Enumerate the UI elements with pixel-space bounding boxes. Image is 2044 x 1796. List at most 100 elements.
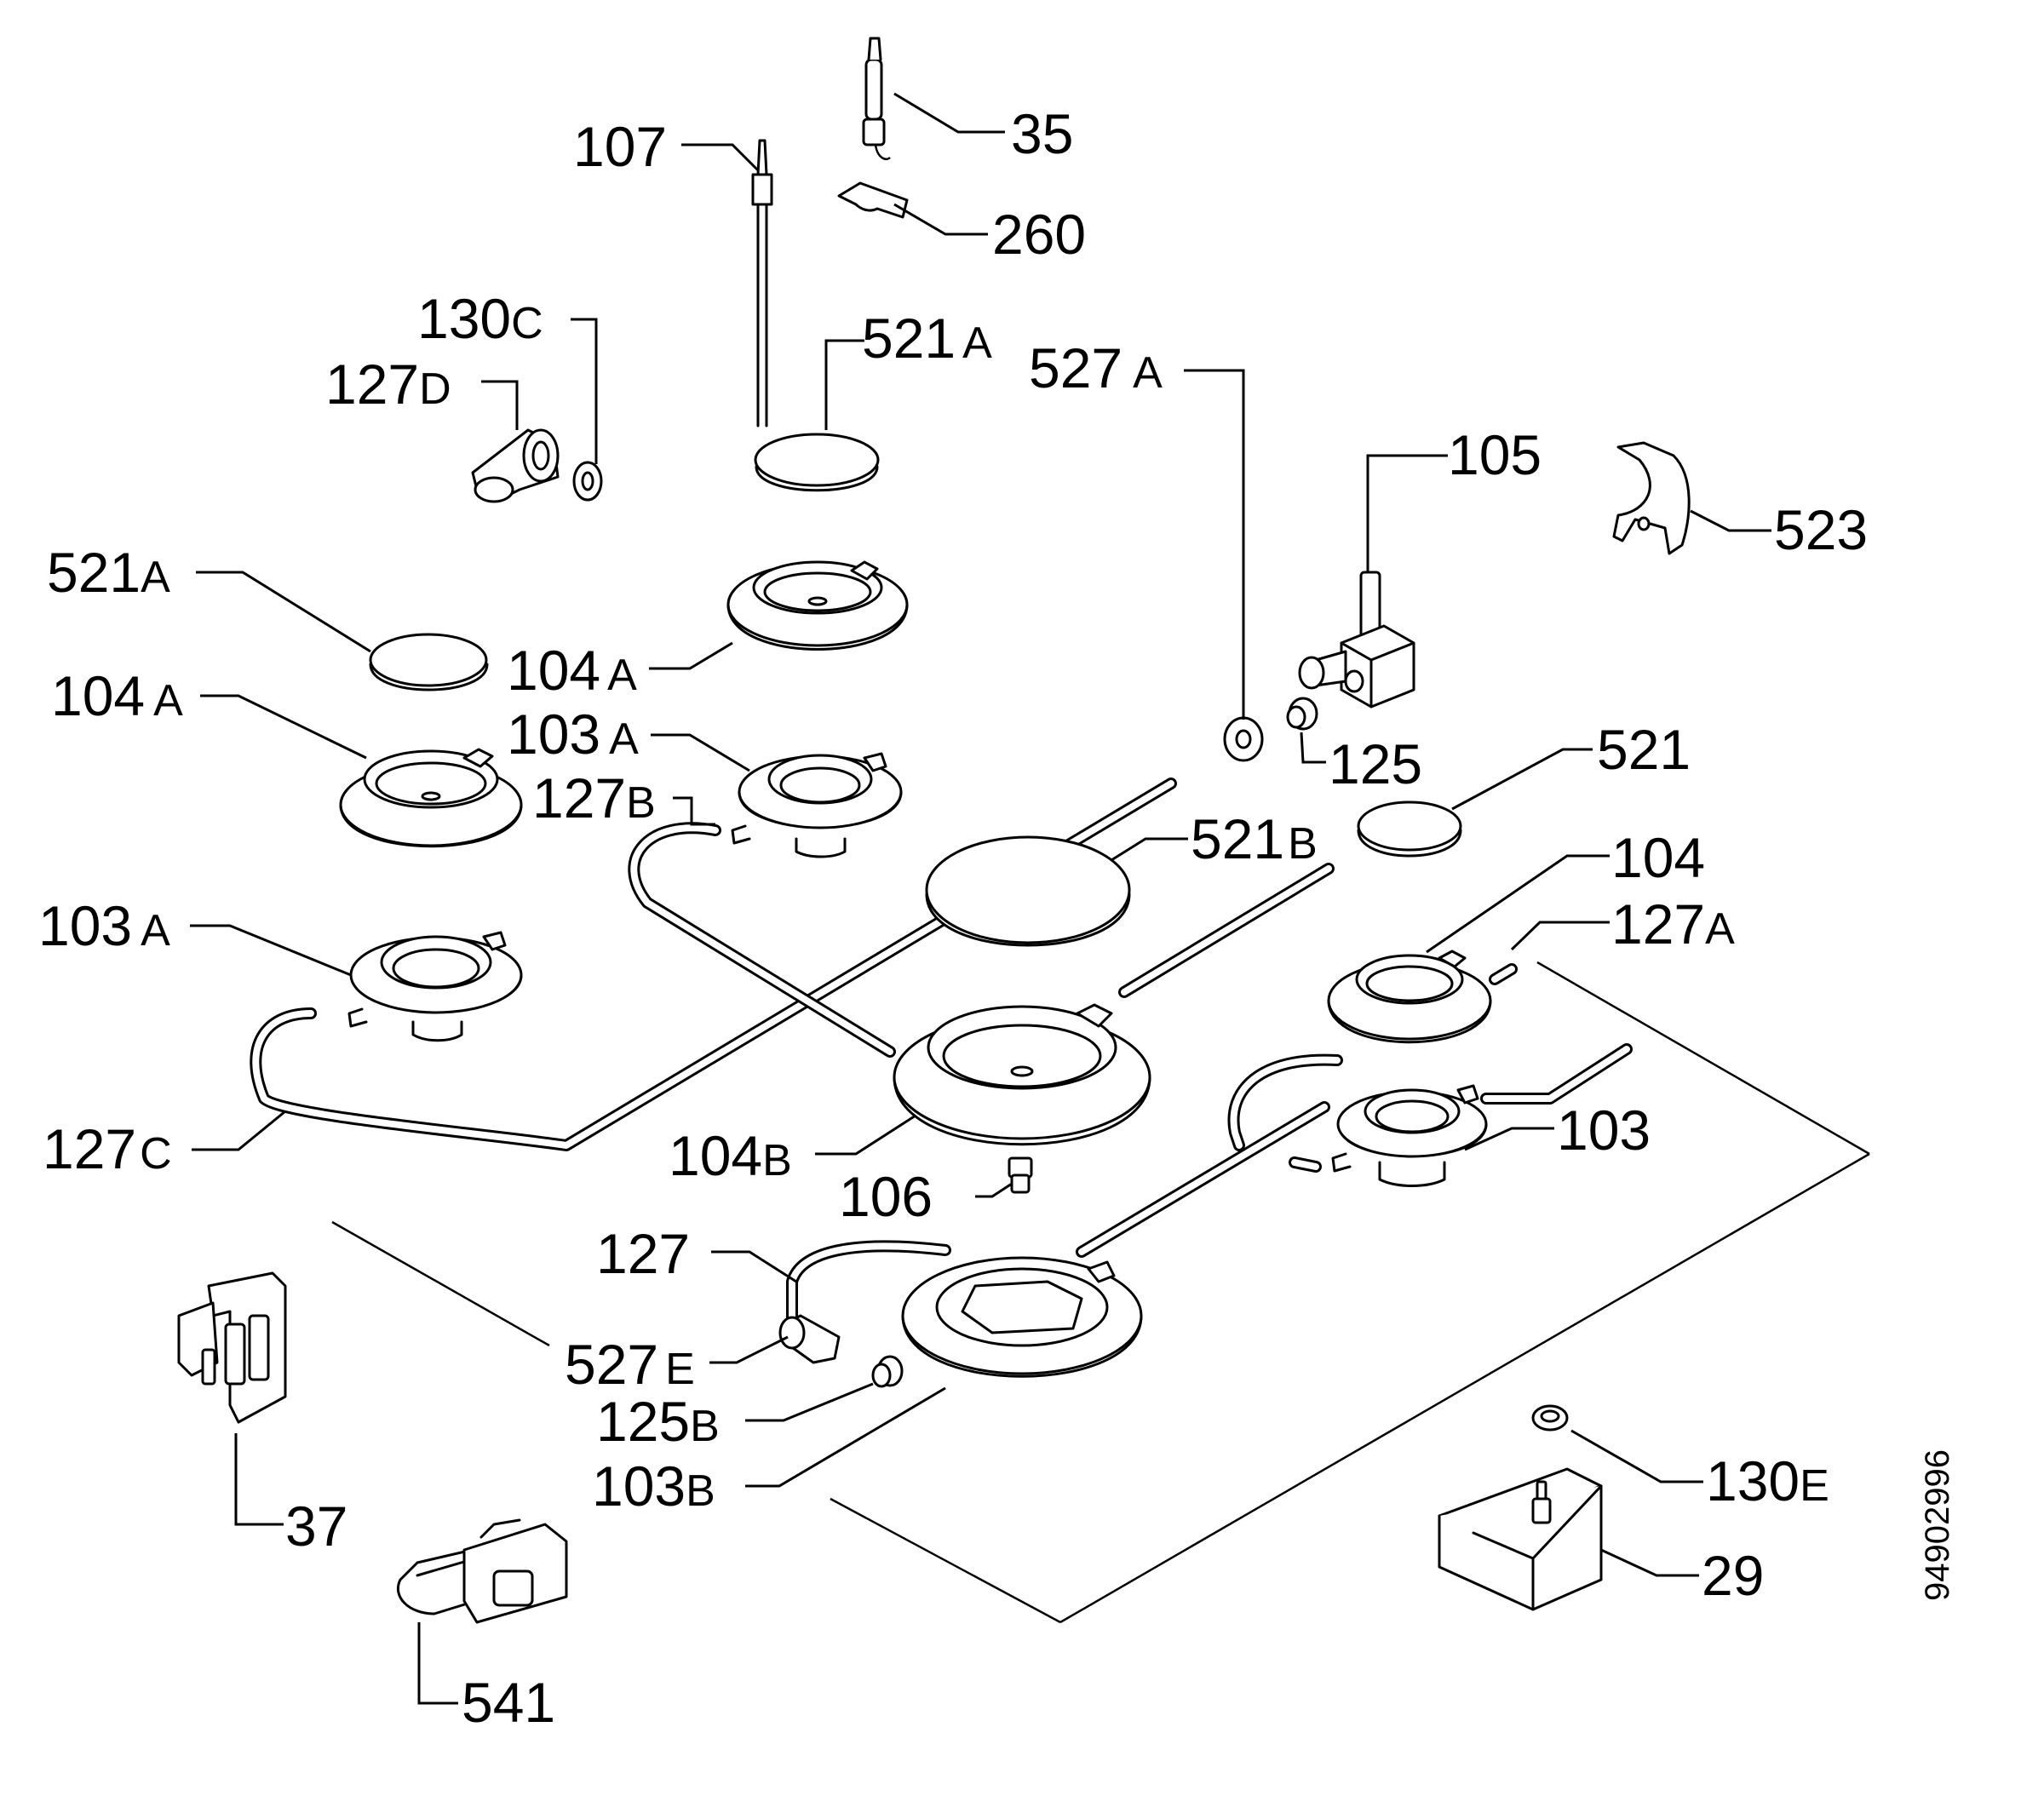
label-104: 104 bbox=[1611, 826, 1705, 889]
label-527a-suffix: A bbox=[1133, 348, 1163, 398]
label-521b-suffix: B bbox=[1288, 819, 1318, 869]
label-125b-suffix: B bbox=[690, 1402, 720, 1451]
label-130e-suffix: E bbox=[1800, 1461, 1829, 1511]
burner-body-103b bbox=[901, 1256, 1143, 1378]
document-number: 94902996 bbox=[1919, 1449, 1956, 1601]
label-103b-suffix: B bbox=[686, 1466, 715, 1516]
label-260: 260 bbox=[992, 203, 1086, 266]
label-37-num: 37 bbox=[285, 1495, 347, 1558]
label-105-num: 105 bbox=[1448, 423, 1542, 486]
leader-lines bbox=[190, 92, 1771, 1705]
label-527e-num: 527 bbox=[565, 1333, 658, 1396]
label-521a-top-num: 521 bbox=[862, 307, 956, 370]
burner-cap-521a-left bbox=[369, 633, 489, 691]
label-541: 541 bbox=[462, 1671, 555, 1734]
label-125: 125 bbox=[1329, 732, 1422, 795]
label-103a-left-num: 103 bbox=[38, 894, 132, 957]
label-127: 127 bbox=[596, 1222, 690, 1285]
label-104-num: 104 bbox=[1611, 826, 1705, 889]
label-521: 521 bbox=[1597, 718, 1691, 781]
label-541-num: 541 bbox=[462, 1671, 555, 1734]
label-130e: 130E bbox=[1706, 1449, 1829, 1512]
label-103: 103 bbox=[1557, 1099, 1651, 1162]
label-105: 105 bbox=[1448, 423, 1542, 486]
label-521a-left-num: 521 bbox=[47, 541, 141, 604]
label-127c-num: 127 bbox=[43, 1117, 136, 1180]
label-103a-mid-num: 103 bbox=[507, 703, 600, 766]
label-125-num: 125 bbox=[1329, 732, 1422, 795]
label-127a-suffix: A bbox=[1705, 904, 1735, 954]
label-104b-suffix: B bbox=[762, 1136, 792, 1185]
hob-frame-outline bbox=[331, 961, 1870, 1624]
label-35-num: 35 bbox=[1011, 102, 1073, 165]
label-127d-num: 127 bbox=[325, 353, 419, 416]
label-127b-num: 127 bbox=[532, 766, 626, 829]
label-130c-num: 130 bbox=[417, 287, 511, 350]
burner-cap-521a-top bbox=[754, 433, 880, 492]
clip-37 bbox=[177, 1271, 287, 1424]
burner-cap-521 bbox=[1357, 800, 1462, 858]
label-104a-mid-num: 104 bbox=[507, 639, 600, 702]
label-104a-mid-suffix: A bbox=[607, 651, 637, 700]
label-127-num: 127 bbox=[596, 1222, 690, 1285]
bracket-523 bbox=[1612, 441, 1691, 555]
label-29-num: 29 bbox=[1702, 1544, 1764, 1607]
label-521a-top-suffix: A bbox=[962, 318, 992, 368]
nut-527a bbox=[1223, 716, 1264, 762]
injector-125b bbox=[871, 1355, 904, 1388]
label-127a-num: 127 bbox=[1611, 892, 1705, 955]
burner-crown-104a-left bbox=[339, 748, 523, 848]
thermocouple-107 bbox=[751, 139, 773, 427]
label-104b: 104B bbox=[669, 1124, 792, 1187]
burner-body-103 bbox=[1331, 1084, 1488, 1187]
burner-crown-104a-mid bbox=[726, 560, 909, 651]
label-103-num: 103 bbox=[1557, 1099, 1651, 1162]
label-29: 29 bbox=[1702, 1544, 1764, 1607]
label-127a: 127A bbox=[1611, 892, 1735, 955]
label-103b-num: 103 bbox=[592, 1455, 686, 1518]
washer-130e bbox=[1531, 1404, 1569, 1432]
label-127c: 127C bbox=[43, 1117, 172, 1180]
label-125b-num: 125 bbox=[596, 1390, 690, 1453]
label-127c-suffix: C bbox=[140, 1129, 172, 1179]
label-521b: 521B bbox=[1191, 807, 1318, 870]
burner-crown-104b bbox=[893, 1003, 1151, 1146]
label-523: 523 bbox=[1774, 498, 1868, 561]
label-521b-num: 521 bbox=[1191, 807, 1284, 870]
label-527e-suffix: E bbox=[665, 1345, 695, 1394]
gas-valve-105 bbox=[1298, 571, 1415, 709]
label-104b-num: 104 bbox=[669, 1124, 762, 1187]
label-106-num: 106 bbox=[839, 1165, 933, 1228]
label-130c-suffix: C bbox=[511, 299, 543, 348]
ignition-switch-541 bbox=[397, 1518, 568, 1624]
label-130c: 130C bbox=[417, 287, 543, 350]
spark-electrode-35 bbox=[862, 37, 891, 161]
label-527a-num: 527 bbox=[1029, 336, 1122, 399]
label-104a-left-num: 104 bbox=[51, 664, 145, 727]
label-260-num: 260 bbox=[992, 203, 1086, 266]
label-521-num: 521 bbox=[1597, 718, 1691, 781]
washer-130c bbox=[572, 461, 603, 502]
label-127b-suffix: B bbox=[626, 778, 656, 828]
injector-106 bbox=[1008, 1156, 1033, 1194]
burner-body-103a-mid bbox=[731, 752, 903, 858]
burner-crown-104 bbox=[1327, 950, 1492, 1044]
label-104a-left-suffix: A bbox=[153, 676, 183, 726]
label-35: 35 bbox=[1011, 102, 1073, 165]
label-521a-left-suffix: A bbox=[141, 553, 170, 602]
clip-260 bbox=[837, 181, 909, 219]
spark-generator-29 bbox=[1438, 1467, 1603, 1611]
elbow-fitting-127d bbox=[471, 428, 560, 503]
label-37: 37 bbox=[285, 1495, 347, 1558]
label-127d: 127D bbox=[325, 353, 451, 416]
label-127b: 127B bbox=[532, 766, 656, 829]
gas-pipes bbox=[250, 778, 1633, 1324]
